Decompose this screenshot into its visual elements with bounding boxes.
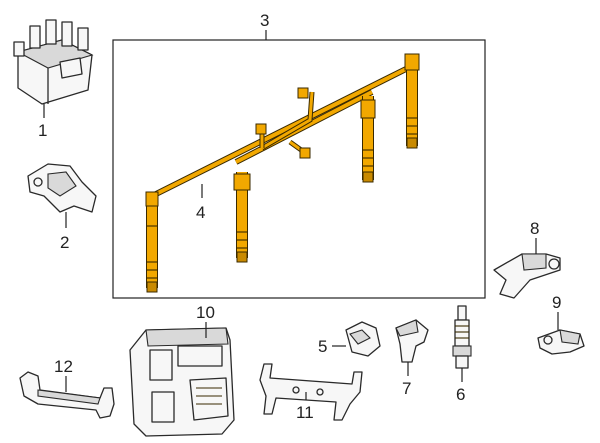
mounting-bracket[interactable] xyxy=(27,163,97,213)
sensor-8[interactable] xyxy=(493,253,561,299)
mounting-bracket-12[interactable] xyxy=(19,371,115,419)
callout-6: 6 xyxy=(456,385,465,404)
sensor-9[interactable] xyxy=(537,329,585,355)
sensor-7[interactable] xyxy=(395,319,429,363)
callout-8: 8 xyxy=(530,219,539,238)
mounting-bracket-11[interactable] xyxy=(259,363,363,421)
spark-plug[interactable] xyxy=(452,305,472,369)
ignition-coil[interactable] xyxy=(13,19,94,105)
ignition-wire-set-frame xyxy=(112,39,486,299)
connector-5[interactable] xyxy=(345,321,381,357)
callout-11: 11 xyxy=(296,403,314,422)
callout-1: 1 xyxy=(38,121,47,140)
callout-2: 2 xyxy=(60,233,69,252)
callout-5: 5 xyxy=(318,337,327,356)
callout-12: 12 xyxy=(54,357,73,376)
callout-4: 4 xyxy=(196,203,205,222)
callout-10: 10 xyxy=(196,303,215,322)
engine-control-module[interactable] xyxy=(129,327,235,437)
callout-7: 7 xyxy=(402,379,411,398)
callout-3: 3 xyxy=(260,11,269,30)
callout-9: 9 xyxy=(552,293,561,312)
ignition-wire-set[interactable] xyxy=(145,53,420,293)
